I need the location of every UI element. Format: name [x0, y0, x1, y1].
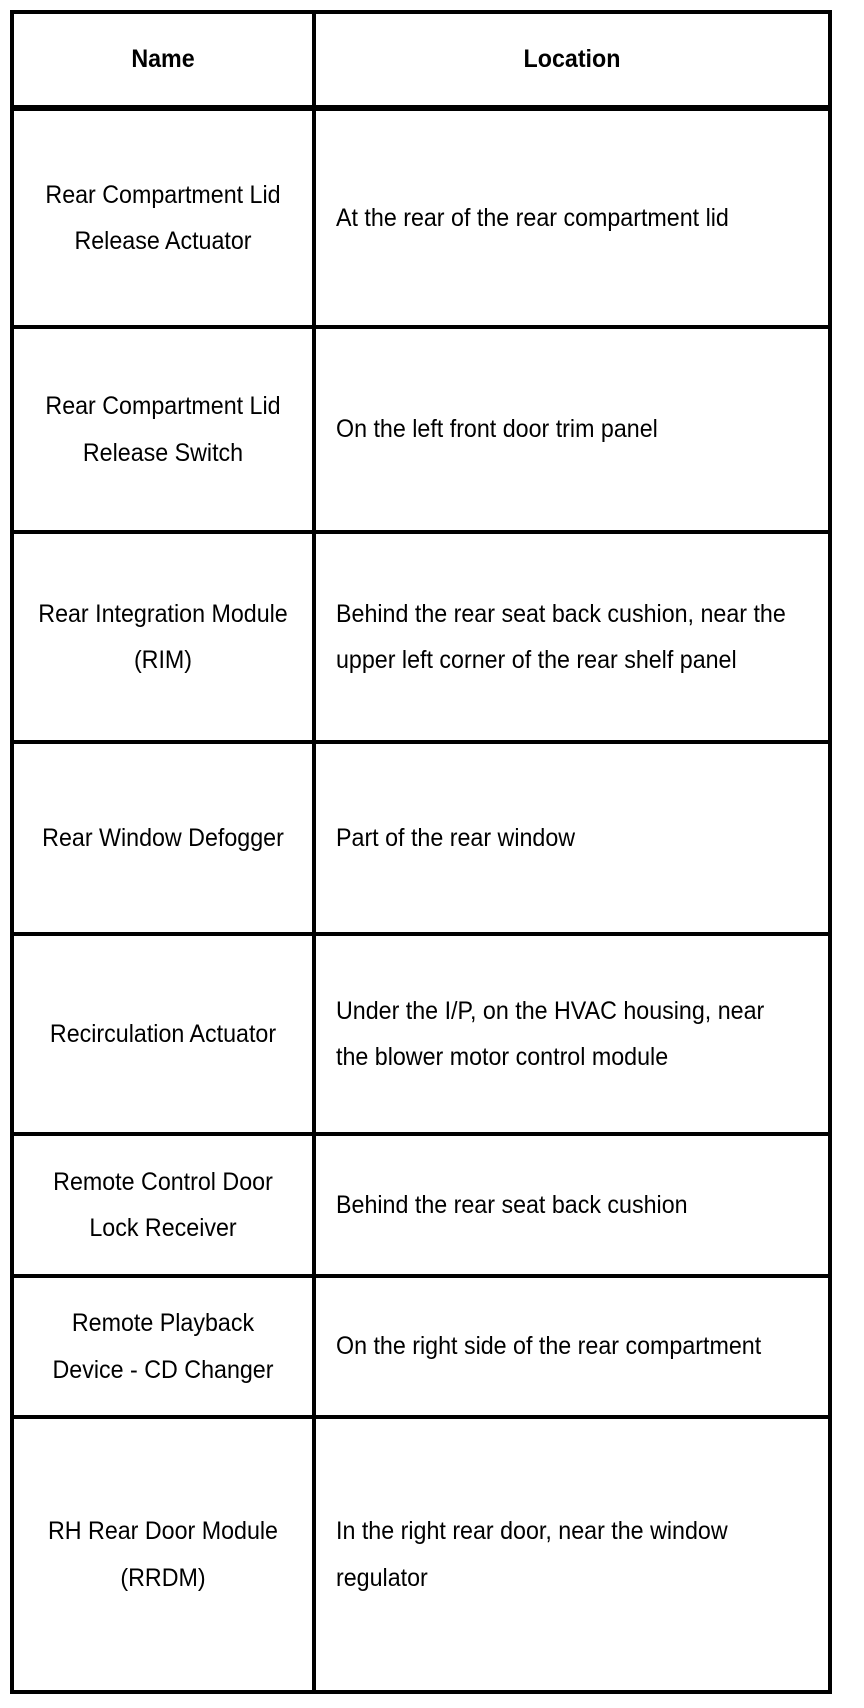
table-header: Name Location: [10, 10, 832, 111]
table-row: Remote Playback Device - CD Changer On th…: [10, 1274, 832, 1419]
cell-component-name-text: Recirculation Actuator: [49, 1019, 277, 1048]
cell-component-location-text: Under the I/P, on the HVAC housing, near…: [336, 996, 765, 1071]
column-header-name: Name: [10, 10, 316, 111]
cell-component-name-text: Rear Integration Module (RIM): [38, 599, 288, 674]
table-row: Rear Integration Module (RIM) Behind the …: [10, 530, 832, 744]
cell-component-name-text: Rear Window Defogger: [42, 823, 284, 852]
cell-component-location: In the right rear door, near the window …: [312, 1415, 832, 1694]
column-header-location-text: Location: [523, 45, 621, 74]
cell-component-location-text: Part of the rear window: [336, 823, 576, 852]
cell-component-location-text: On the left front door trim panel: [336, 415, 658, 444]
cell-component-location-text: Behind the rear seat back cushion: [336, 1190, 688, 1219]
table-row: Remote Control Door Lock Receiver Behind …: [10, 1132, 832, 1278]
cell-component-name: Rear Window Defogger: [10, 740, 316, 936]
cell-component-location: Behind the rear seat back cushion, near …: [312, 530, 832, 744]
cell-component-name: Remote Playback Device - CD Changer: [10, 1274, 316, 1419]
cell-component-name: Rear Compartment Lid Release Switch: [10, 325, 316, 534]
column-header-location: Location: [312, 10, 832, 111]
cell-component-location: At the rear of the rear compartment lid: [312, 106, 832, 329]
table-row: Rear Window Defogger Part of the rear win…: [10, 740, 832, 936]
header-row: Name Location: [10, 10, 832, 111]
cell-component-name-text: Rear Compartment Lid Release Switch: [45, 392, 281, 467]
cell-component-location-text: Behind the rear seat back cushion, near …: [336, 599, 786, 674]
table-row: Rear Compartment Lid Release Actuator At …: [10, 106, 832, 329]
cell-component-name: Remote Control Door Lock Receiver: [10, 1132, 316, 1278]
cell-component-name: Rear Integration Module (RIM): [10, 530, 316, 744]
column-header-name-text: Name: [131, 45, 195, 74]
cell-component-name-text: Remote Control Door Lock Receiver: [53, 1167, 273, 1242]
cell-component-name-text: RH Rear Door Module (RRDM): [47, 1517, 279, 1592]
cell-component-location-text: On the right side of the rear compartmen…: [336, 1332, 762, 1361]
cell-component-location: On the right side of the rear compartmen…: [312, 1274, 832, 1419]
table-body: Rear Compartment Lid Release Actuator At …: [10, 106, 832, 1694]
cell-component-location-text: At the rear of the rear compartment lid: [336, 203, 729, 232]
table-row: Recirculation Actuator Under the I/P, on …: [10, 932, 832, 1136]
cell-component-location: Behind the rear seat back cushion: [312, 1132, 832, 1278]
cell-component-location-text: In the right rear door, near the window …: [336, 1517, 728, 1592]
cell-component-name: RH Rear Door Module (RRDM): [10, 1415, 316, 1694]
cell-component-name: Recirculation Actuator: [10, 932, 316, 1136]
table-row: Rear Compartment Lid Release Switch On th…: [10, 325, 832, 534]
table-row: RH Rear Door Module (RRDM) In the right r…: [10, 1415, 832, 1694]
component-location-table: Name Location Rear Compartment Lid Relea…: [10, 10, 832, 1694]
cell-component-name: Rear Compartment Lid Release Actuator: [10, 106, 316, 329]
cell-component-location: On the left front door trim panel: [312, 325, 832, 534]
cell-component-location: Under the I/P, on the HVAC housing, near…: [312, 932, 832, 1136]
cell-component-name-text: Remote Playback Device - CD Changer: [52, 1309, 274, 1384]
cell-component-name-text: Rear Compartment Lid Release Actuator: [45, 180, 281, 255]
cell-component-location: Part of the rear window: [312, 740, 832, 936]
